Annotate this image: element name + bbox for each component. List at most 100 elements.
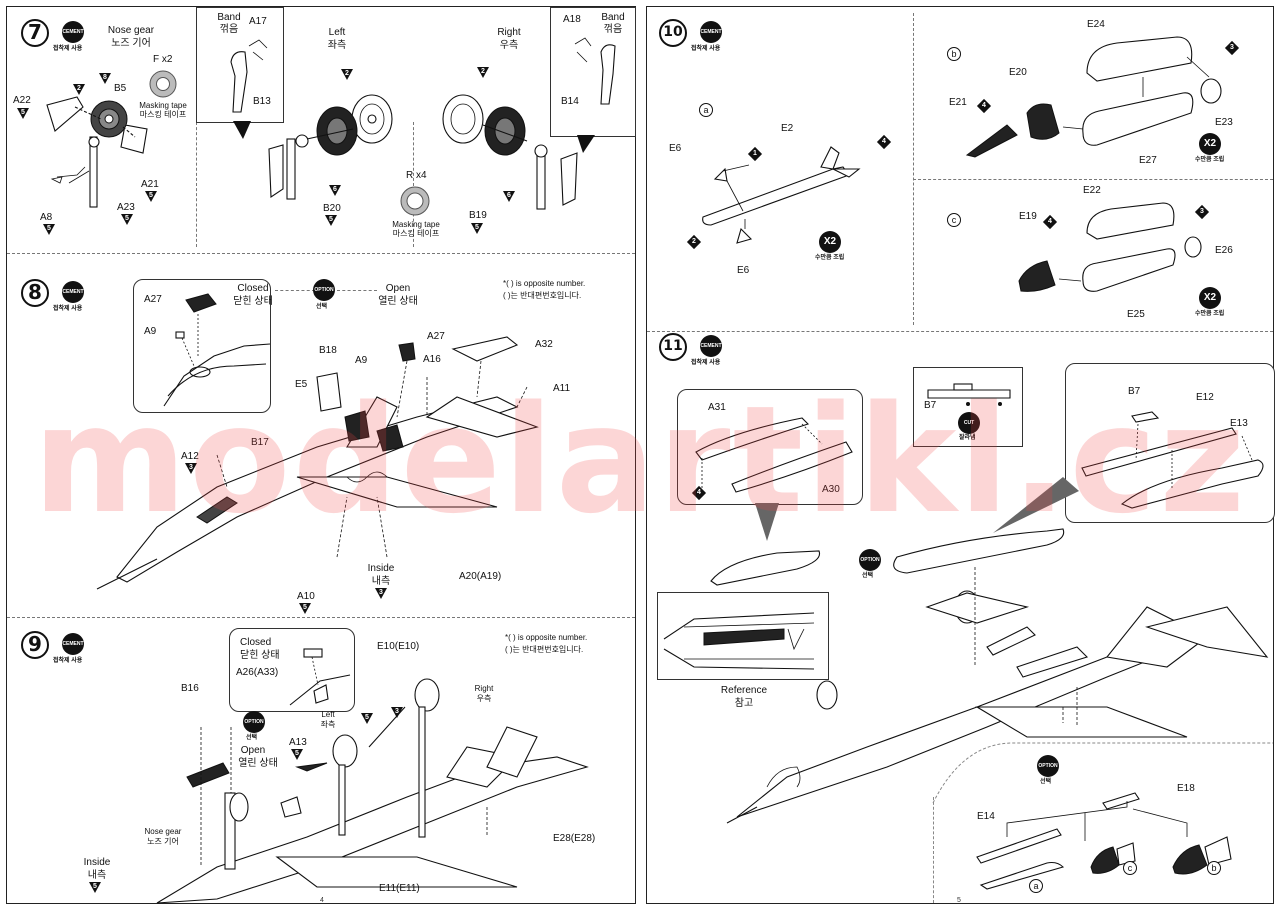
cement-badge-label: 접착제 사용 (53, 46, 83, 52)
band-label-ko: 꺾음 (603, 24, 623, 35)
option-line (337, 290, 377, 291)
band-label-ko: 꺾음 (219, 24, 239, 35)
option-badge-label: 선택 (246, 735, 258, 741)
option-badge: OPTION (859, 549, 881, 571)
part-label: E23 (1215, 117, 1233, 128)
nose-gear-assembly-drawing (46, 96, 148, 208)
instruction-page-right: 10 CEMENT 접착제 사용 a E2 E6 1 4 2 E6 X2 수만큼… (646, 6, 1275, 904)
cement-badge-label: 접착제 사용 (691, 360, 721, 366)
opposite-note: *( ) is opposite number. (505, 633, 588, 642)
inside-label-ko: 내측 (371, 576, 391, 587)
part-label: E20 (1009, 67, 1027, 78)
part-label: A17 (249, 16, 267, 27)
opposite-note-ko: ( )는 반대편번호입니다. (503, 291, 582, 300)
fuel-tank-b-drawing (965, 36, 1222, 158)
x2-badge: X2 (1199, 287, 1221, 309)
paint-marker: 3 (391, 707, 403, 718)
paint-marker: 6 (503, 191, 515, 202)
step-number: 7 (21, 19, 49, 47)
missile-a-drawing (702, 146, 861, 244)
part-label: E19 (1019, 211, 1037, 222)
right-main-gear-drawing (442, 94, 578, 210)
reference-label-ko: 참고 (734, 698, 754, 709)
sub-assembly-marker-b: b (1207, 861, 1221, 875)
part-label: B7 (924, 400, 937, 411)
sub-assembly-marker-c: c (1123, 861, 1137, 875)
x2-badge: X2 (1199, 133, 1221, 155)
paint-marker: 2 (73, 84, 85, 95)
part-label: A20(A19) (459, 571, 502, 582)
nose-gear-label: Nose gear (144, 827, 182, 836)
paint-marker: 2 (341, 69, 353, 80)
part-label: E6 (737, 265, 750, 276)
part-label: A13 (289, 737, 307, 748)
section-divider (647, 331, 1273, 332)
left-label-ko: 좌측 (320, 720, 336, 729)
option-badge-label: 선택 (1040, 779, 1052, 785)
option-badge: OPTION (243, 711, 265, 733)
paint-marker: 5 (43, 224, 55, 235)
masking-tape-ring-icon (400, 186, 430, 216)
masking-tape-label: Masking tape (392, 220, 440, 229)
cut-detail-inset: B7 CUT 잘라냄 (913, 367, 1023, 447)
part-label: E10(E10) (377, 641, 420, 652)
paint-marker: 5 (145, 191, 157, 202)
x2-badge-label: 수만큼 조립 (815, 255, 845, 261)
inside-label: Inside (367, 563, 395, 574)
section-divider (913, 13, 914, 325)
part-label: A21 (141, 179, 159, 190)
part-label: E14 (977, 811, 995, 822)
opposite-note-ko: ( )는 반대편번호입니다. (505, 645, 584, 654)
closed-label-ko: 닫힌 상태 (233, 296, 273, 307)
option-badge-label: 선택 (862, 573, 874, 579)
part-label: A12 (181, 451, 199, 462)
paint-marker: 4 (691, 485, 707, 501)
section-divider (7, 617, 635, 618)
part-label: A10 (297, 591, 315, 602)
band-label: Band (217, 12, 241, 23)
part-label: E28(E28) (553, 833, 596, 844)
divider (413, 122, 414, 247)
step-number: 10 (659, 19, 687, 47)
part-label: E18 (1177, 783, 1195, 794)
cement-badge: CEMENT (700, 21, 722, 43)
left-main-gear-drawing (268, 94, 393, 200)
part-label: A32 (535, 339, 553, 350)
cement-badge: CEMENT (62, 281, 84, 303)
cement-badge-label: 접착제 사용 (691, 46, 721, 52)
paint-marker: 8 (99, 73, 111, 84)
part-label: A31 (708, 402, 726, 413)
open-label: Open (240, 745, 266, 756)
cement-badge: CEMENT (62, 633, 84, 655)
part-label: A8 (40, 212, 53, 223)
open-label: Open (385, 283, 411, 294)
page-number: 4 (320, 897, 324, 904)
masking-tape-ring-icon (149, 70, 177, 98)
pylon-tank-inset: B7 E12 E13 (1065, 363, 1275, 523)
right-label: Right (497, 27, 521, 38)
sub-assembly-marker-b: b (947, 47, 961, 61)
callout-pointer (577, 135, 595, 153)
cement-badge: CEMENT (700, 335, 722, 357)
part-label: B20 (323, 203, 341, 214)
part-label: A27 (144, 294, 162, 305)
divider (933, 797, 934, 903)
divider (196, 122, 197, 247)
closed-label: Closed (237, 283, 269, 294)
part-label: E13 (1230, 418, 1248, 429)
nose-gear-label-ko: 노즈 기어 (147, 837, 179, 846)
section-divider (913, 179, 1273, 180)
paint-marker: 2 (477, 67, 489, 78)
paint-marker: 3 (375, 588, 387, 599)
part-label: B7 (1128, 386, 1141, 397)
closed-label: Closed (240, 637, 272, 648)
step-number: 8 (21, 279, 49, 307)
right-label-ko: 우측 (476, 694, 492, 703)
step11-aircraft-drawing (726, 528, 1269, 824)
paint-marker: 5 (291, 749, 303, 760)
paint-marker: 3 (185, 463, 197, 474)
step-number: 9 (21, 631, 49, 659)
page-number: 5 (957, 897, 961, 904)
reference-inset (657, 592, 829, 680)
part-label: E6 (669, 143, 682, 154)
